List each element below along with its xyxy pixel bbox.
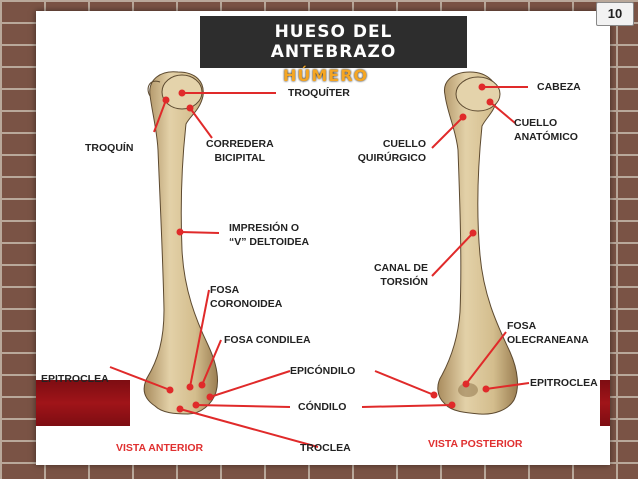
label-fosa-olecraneana: FOSA OLECRANEANA	[507, 319, 589, 347]
leader-lines	[109, 83, 530, 448]
label-impresion-line1: IMPRESIÓN O	[229, 222, 300, 234]
title-line-2: ANTEBRAZO	[270, 42, 397, 62]
label-vista-anterior: VISTA ANTERIOR	[116, 442, 204, 454]
label-fosa-coronoidea-line1: FOSA	[210, 284, 240, 296]
label-troclea: TROCLEA	[300, 442, 351, 454]
label-fosa-olecraneana-line1: FOSA	[507, 320, 537, 332]
label-epicondilo: EPICÓNDILO	[290, 365, 356, 377]
label-canal-line2: TORSIÓN	[380, 276, 428, 288]
label-fosa-condilea: FOSA CONDILEA	[224, 334, 311, 346]
label-impresion-deltoidea: IMPRESIÓN O “V” DELTOIDEA	[229, 221, 309, 249]
anterior-humerus	[143, 71, 219, 415]
title-box: HUESO DEL ANTEBRAZO	[200, 16, 467, 68]
label-fosa-olecraneana-line2: OLECRANEANA	[507, 334, 589, 346]
label-epitroclea-right: EPITROCLEA	[530, 377, 598, 389]
posterior-humerus	[437, 71, 518, 415]
title-line-1: HUESO DEL	[274, 22, 393, 42]
subtitle: HÚMERO	[283, 66, 369, 85]
label-troquin: TROQUÍN	[85, 142, 134, 154]
label-cuello-anatomico: CUELLO ANATÓMICO	[514, 116, 578, 144]
label-cuello-anatomico-line1: CUELLO	[514, 117, 558, 129]
label-troquiter: TROQUÍTER	[288, 87, 350, 99]
label-canal-line1: CANAL DE	[373, 262, 428, 274]
label-canal-torsion: CANAL DE TORSIÓN	[366, 261, 428, 289]
label-corredera-bicipital: CORREDERA BICIPITAL	[206, 137, 274, 165]
label-condilo: CÓNDILO	[298, 401, 347, 413]
label-cabeza: CABEZA	[537, 81, 581, 93]
label-fosa-coronoidea: FOSA CORONOIDEA	[210, 283, 282, 311]
label-corredera-line2: BICIPITAL	[214, 152, 266, 164]
label-impresion-line2: “V” DELTOIDEA	[229, 236, 310, 248]
label-fosa-coronoidea-line2: CORONOIDEA	[210, 298, 283, 310]
label-cuello-quirurgico-line1: CUELLO	[382, 138, 426, 150]
label-cuello-quirurgico: CUELLO QUIRÚRGICO	[346, 137, 426, 165]
label-vista-posterior: VISTA POSTERIOR	[428, 438, 523, 450]
label-cuello-quirurgico-line2: QUIRÚRGICO	[357, 152, 426, 164]
page-number: 10	[596, 2, 634, 26]
label-epitroclea-left: EPITROCLEA	[41, 373, 109, 385]
label-corredera-line1: CORREDERA	[206, 138, 274, 150]
label-cuello-anatomico-line2: ANATÓMICO	[514, 131, 578, 143]
